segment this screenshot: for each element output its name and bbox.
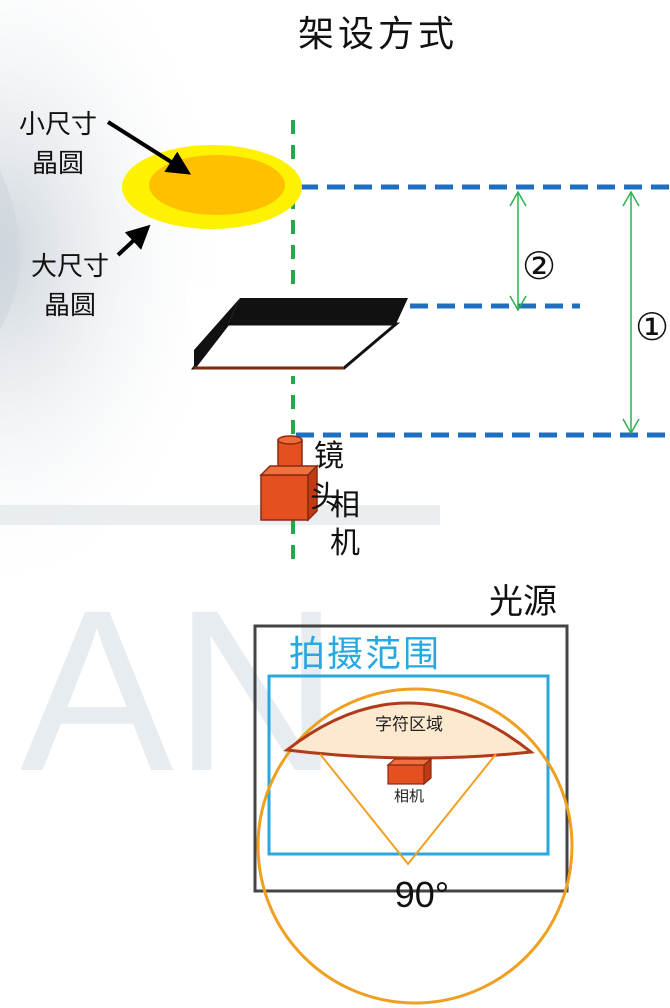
distance-arrow-1	[622, 190, 640, 435]
view-angle-lines	[319, 753, 497, 866]
top-view-camera-label: 相机	[394, 787, 424, 805]
small-wafer	[149, 155, 285, 215]
camera-label-2: 机	[330, 526, 360, 561]
distance-label-2: ②	[522, 244, 556, 288]
light-source-box	[253, 624, 569, 893]
camera-label-1: 相	[330, 488, 360, 523]
distance-arrow-2	[509, 190, 527, 312]
field-of-view-circle	[256, 687, 574, 1005]
camera-body	[260, 474, 309, 521]
top-view-camera-icon	[386, 757, 433, 786]
shoot-range-label: 拍摄范围	[289, 634, 441, 675]
panel-light-icon	[187, 287, 408, 376]
page-title: 架设方式	[298, 14, 458, 55]
lens-label-2: 头	[310, 480, 340, 515]
angle-label: 90°	[395, 874, 449, 915]
large-wafer-label-line1: 大尺寸	[31, 252, 109, 282]
wafer-icon	[122, 145, 302, 229]
small-wafer-label-line1: 小尺寸	[19, 110, 97, 140]
small-wafer-label-line2: 晶圆	[32, 149, 84, 179]
large-wafer-pointer-arrow	[116, 224, 151, 257]
char-area-label: 字符区域	[375, 715, 443, 735]
large-wafer-label-line2: 晶圆	[44, 291, 96, 321]
char-area-shape	[283, 701, 535, 760]
svg-text:AN: AN	[20, 562, 340, 819]
distance-label-1: ①	[635, 305, 669, 349]
small-wafer-pointer-arrow	[106, 120, 192, 175]
camera-icon	[259, 435, 319, 522]
lens-label-1: 镜	[314, 439, 344, 474]
light-source-label: 光源	[489, 582, 557, 622]
